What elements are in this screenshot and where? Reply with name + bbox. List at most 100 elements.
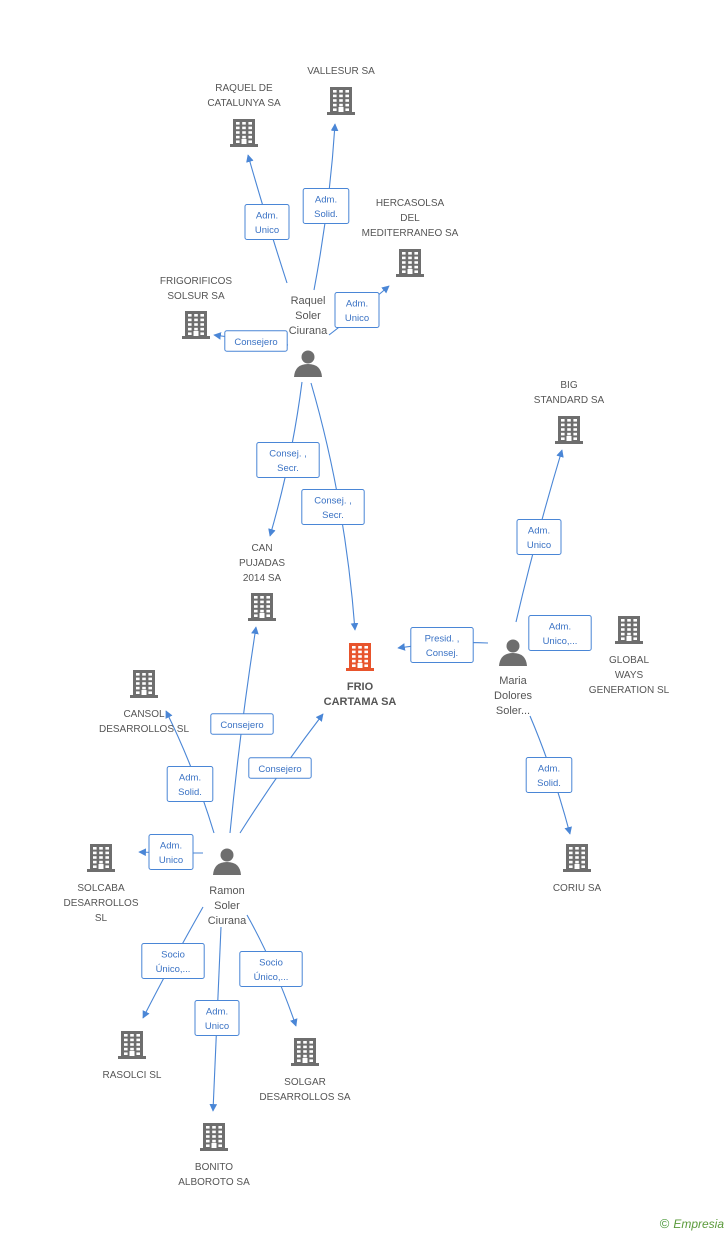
node-label-line: DESARROLLOS [63, 898, 138, 909]
role-label-raquel-vallesur[interactable]: Adm.Solid. [302, 188, 350, 224]
node-label-line: PUJADAS [239, 558, 285, 569]
role-label-maria-big[interactable]: Adm.Unico [516, 519, 562, 555]
role-box[interactable] [256, 442, 320, 478]
role-label-raquel-frio[interactable]: Consej. ,Secr. [301, 489, 365, 525]
role-box[interactable] [528, 615, 592, 651]
role-label-ramon-solcaba[interactable]: Adm.Unico [148, 834, 194, 870]
building-icon [182, 311, 210, 339]
role-text: Secr. [277, 463, 299, 474]
node-label-line: RAQUEL DE [215, 83, 273, 94]
building-icon [87, 844, 115, 872]
node-label-line: Soler... [496, 705, 530, 717]
role-box[interactable] [301, 489, 365, 525]
node-label-line: SOLCABA [77, 883, 125, 894]
node-label-line: FRIGORIFICOS [160, 276, 233, 287]
role-text: Adm. [538, 764, 560, 775]
role-box[interactable] [516, 519, 562, 555]
role-text: Unico [159, 855, 183, 866]
role-text: Consej. , [269, 449, 307, 460]
role-label-ramon-rasolci[interactable]: SocioÚnico,... [141, 943, 205, 979]
company-node-coriu[interactable]: CORIU SA [553, 844, 602, 894]
role-text: Solid. [178, 787, 202, 798]
node-label-line: CORIU SA [553, 883, 602, 894]
role-label-maria-frio[interactable]: Presid. ,Consej. [410, 627, 474, 663]
role-box[interactable] [166, 766, 214, 802]
company-node-can[interactable]: CAN PUJADAS 2014 SA [239, 543, 285, 621]
node-label-line: DESARROLLOS SL [99, 724, 189, 735]
building-icon [327, 87, 355, 115]
role-box[interactable] [210, 713, 274, 735]
role-label-ramon-bonito[interactable]: Adm. Unico [194, 1000, 240, 1036]
role-box[interactable] [334, 292, 380, 328]
building-icon [118, 1031, 146, 1059]
role-box[interactable] [239, 951, 303, 987]
building-icon [200, 1123, 228, 1151]
role-label-maria-coriu[interactable]: Adm.Solid. [525, 757, 573, 793]
person-node-maria[interactable]: MariaDoloresSoler... [494, 639, 532, 718]
role-text: Consej. [426, 648, 458, 659]
company-node-vallesur[interactable]: VALLESUR SA [307, 66, 375, 115]
building-icon [230, 119, 258, 147]
company-node-raquel_cat[interactable]: RAQUEL DE CATALUNYA SA [207, 83, 281, 147]
company-node-rasolci[interactable]: RASOLCI SL [103, 1031, 162, 1081]
role-box[interactable] [141, 943, 205, 979]
node-label-line: Dolores [494, 690, 532, 702]
role-text: Unico [527, 540, 551, 551]
node-label-line: WAYS [615, 670, 644, 681]
role-label-raquel-hercasolsa[interactable]: Adm.Unico [334, 292, 380, 328]
role-text: Consejero [234, 337, 277, 348]
role-label-maria-global[interactable]: Adm.Unico,... [528, 615, 592, 651]
node-label-line: Ciurana [289, 325, 328, 337]
person-icon [294, 350, 322, 377]
role-label-raquel-raquel_cat[interactable]: Adm.Unico [244, 204, 290, 240]
nodes-layer: VALLESUR SA RAQUEL DE CATALUNYA SA HERCASOL… [63, 66, 669, 1188]
role-text: Consej. , [314, 496, 352, 507]
building-icon [130, 670, 158, 698]
role-label-ramon-cansol[interactable]: Adm.Solid. [166, 766, 214, 802]
role-box[interactable] [302, 188, 350, 224]
role-box[interactable] [244, 204, 290, 240]
node-label-line: CAN [251, 543, 272, 554]
building-icon [563, 844, 591, 872]
node-label-line: STANDARD SA [534, 395, 605, 406]
node-label-line: Maria [499, 675, 527, 687]
node-label-line: CATALUNYA SA [207, 98, 281, 109]
brand-logo[interactable]: Empresia [673, 1216, 724, 1231]
role-box[interactable] [224, 330, 288, 352]
building-icon [291, 1038, 319, 1066]
role-label-ramon-can[interactable]: Consejero [210, 713, 274, 735]
role-box[interactable] [194, 1000, 240, 1036]
role-text: Unico,... [543, 636, 578, 647]
role-box[interactable] [148, 834, 194, 870]
role-box[interactable] [248, 757, 312, 779]
role-label-ramon-solgar[interactable]: SocioÚnico,... [239, 951, 303, 987]
footer: © Empresia [660, 1216, 724, 1231]
node-label-line: 2014 SA [243, 573, 282, 584]
role-text: Adm. [206, 1007, 228, 1018]
role-text: Único,... [156, 964, 191, 975]
role-text: Socio [161, 950, 185, 961]
role-box[interactable] [410, 627, 474, 663]
role-label-raquel-can[interactable]: Consej. , Secr. [256, 442, 320, 478]
node-label-line: GENERATION SL [589, 685, 670, 696]
role-label-raquel-frigorificos[interactable]: Consejero [224, 330, 288, 352]
node-label-line: VALLESUR SA [307, 66, 375, 77]
role-text: Unico [205, 1021, 229, 1032]
role-label-ramon-frio[interactable]: Consejero [248, 757, 312, 779]
role-box[interactable] [525, 757, 573, 793]
node-label-line: ALBOROTO SA [178, 1177, 250, 1188]
role-text: Adm. [256, 211, 278, 222]
building-icon [248, 593, 276, 621]
node-label-line: SOLGAR [284, 1077, 326, 1088]
